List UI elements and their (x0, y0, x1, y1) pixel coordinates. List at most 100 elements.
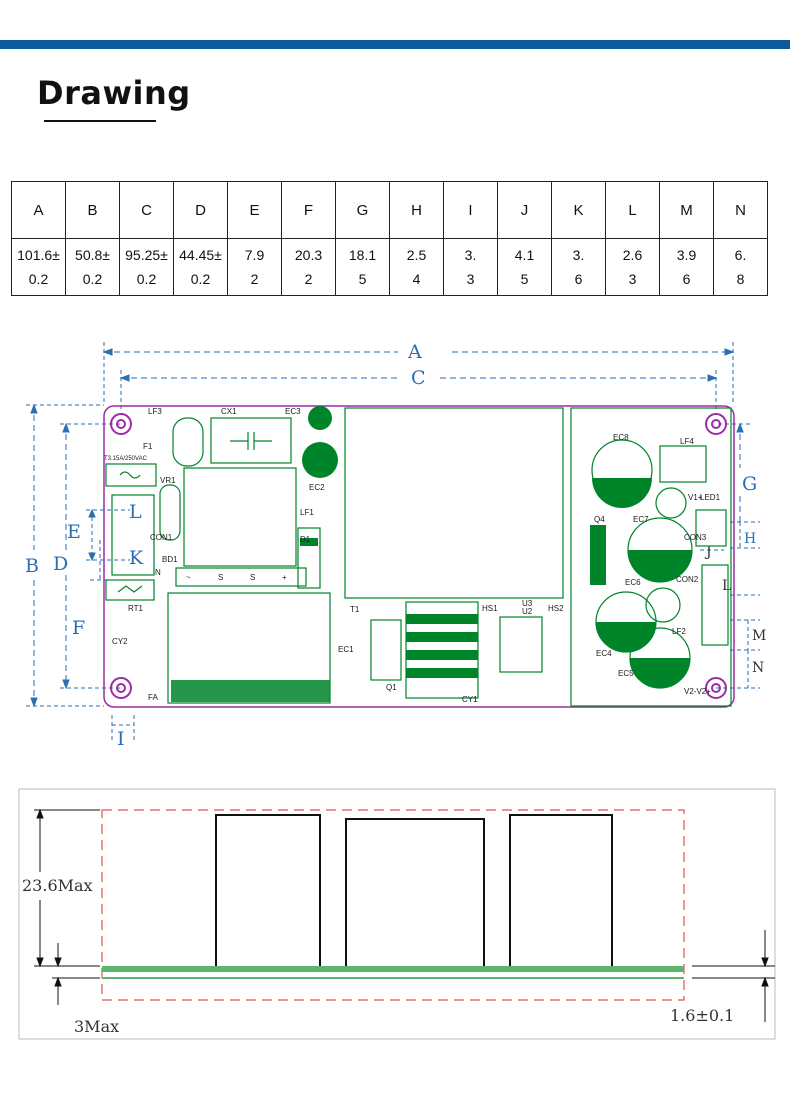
dim-header: K (551, 181, 606, 239)
dim-header: B (65, 181, 120, 239)
dim-header: J (497, 181, 552, 239)
label-bd-pin-3: S (250, 573, 255, 582)
dim-value-line1: 3. (464, 247, 477, 263)
title-underline (44, 120, 156, 122)
dim-value-line1: 6. (734, 247, 747, 263)
label-ec3: EC3 (285, 407, 301, 416)
dim-value-line2: 2 (304, 271, 313, 287)
dim-value-line1: 101.6± (17, 247, 60, 263)
dim-value-line2: 0.2 (136, 271, 157, 287)
header-bar (0, 40, 790, 49)
dim-value: 50.8±0.2 (65, 238, 120, 296)
side-dimension-lines (34, 808, 775, 1022)
label-ec5: EC5 (618, 669, 634, 678)
dim-value-line1: 2.6 (622, 247, 643, 263)
dim-value-line2: 3 (628, 271, 637, 287)
components-left (105, 407, 564, 704)
dim-value-line1: 3. (572, 247, 585, 263)
dim-value-line1: 20.3 (294, 247, 323, 263)
label-d1: D1 (300, 535, 311, 544)
board-outline (103, 405, 735, 708)
dim-value-line2: 6 (574, 271, 583, 287)
label-fuse-rating: T3.15A/250VAC (104, 456, 148, 462)
dim-label-a: A (407, 341, 422, 363)
dim-value-line1: 7.9 (244, 247, 265, 263)
dimension-lines-top (102, 342, 735, 410)
label-ec8: EC8 (613, 433, 629, 442)
dim-value-line2: 8 (736, 271, 745, 287)
label-cx1: CX1 (221, 407, 237, 416)
dimension-lines-right (700, 422, 760, 689)
dim-label-h: H (744, 531, 756, 547)
dimension-value-row: 101.6±0.2 50.8±0.2 95.25±0.2 44.45±0.2 7… (11, 238, 768, 296)
label-bd-pin-1: ~ (186, 573, 191, 582)
dim-header: L (605, 181, 660, 239)
label-con1: CON1 (150, 533, 173, 542)
dimension-header-row: A B C D E F G H I J K L M N (11, 181, 768, 239)
label-ec4: EC4 (596, 649, 612, 658)
page-title: Drawing (37, 74, 191, 112)
mounting-holes (110, 413, 727, 699)
label-v2: V2-V2+ (684, 687, 711, 696)
dim-label-l-right: L (722, 578, 731, 594)
dim-value: 3.6 (551, 238, 606, 296)
label-lf3: LF3 (148, 407, 162, 416)
thickness-label: 1.6±0.1 (670, 1006, 734, 1025)
dim-label-f: F (72, 617, 85, 639)
dim-label-d: D (53, 553, 68, 575)
dim-label-j: J (704, 544, 712, 560)
dim-value-line2: 3 (466, 271, 475, 287)
dim-label-e: E (67, 521, 81, 543)
label-bd1: BD1 (162, 555, 178, 564)
label-bd-pin-2: S (218, 573, 223, 582)
label-fa: FA (148, 693, 158, 702)
dim-value-line1: 4.1 (514, 247, 535, 263)
label-lf4: LF4 (680, 437, 694, 446)
label-led1: LED1 (700, 493, 721, 502)
label-cy2: CY2 (112, 637, 128, 646)
component-fills (171, 406, 606, 702)
dim-value-line2: 5 (520, 271, 529, 287)
dim-value: 44.45±0.2 (173, 238, 228, 296)
label-hs2: HS2 (548, 604, 564, 613)
dim-value-line1: 18.1 (348, 247, 377, 263)
component-fills-right (592, 478, 692, 688)
label-f1: F1 (143, 442, 153, 451)
dim-value-line2: 0.2 (190, 271, 211, 287)
label-q1: Q1 (386, 683, 397, 692)
dim-value: 101.6± 0.2 (11, 238, 66, 296)
label-vr1: VR1 (160, 476, 176, 485)
dim-label-i: I (117, 728, 125, 750)
label-n-mark: N (155, 568, 161, 577)
label-u2: U2 (522, 607, 533, 616)
dim-value: 95.25±0.2 (119, 238, 174, 296)
dim-value-line2: 0.2 (28, 271, 49, 287)
dim-header: F (281, 181, 336, 239)
dim-header: N (713, 181, 768, 239)
label-ec7: EC7 (633, 515, 649, 524)
dim-value-line1: 50.8± (75, 247, 110, 263)
dim-label-k: K (129, 547, 144, 569)
dim-value: 6.8 (713, 238, 768, 296)
pcb-text-left: LF3 CX1 EC3 F1 T3.15A/250VAC VR1 EC2 LF1… (104, 407, 564, 704)
dim-label-c: C (411, 367, 426, 389)
label-ec1: EC1 (338, 645, 354, 654)
label-lf2: LF2 (672, 627, 686, 636)
dim-value-line2: 4 (412, 271, 421, 287)
label-con2: CON2 (676, 575, 699, 584)
label-ec2: EC2 (309, 483, 325, 492)
label-ec6: EC6 (625, 578, 641, 587)
dim-value-line1: 3.9 (676, 247, 697, 263)
dim-label-m: M (752, 628, 766, 644)
component-profiles (215, 814, 613, 968)
label-u3: U3 (522, 599, 533, 608)
